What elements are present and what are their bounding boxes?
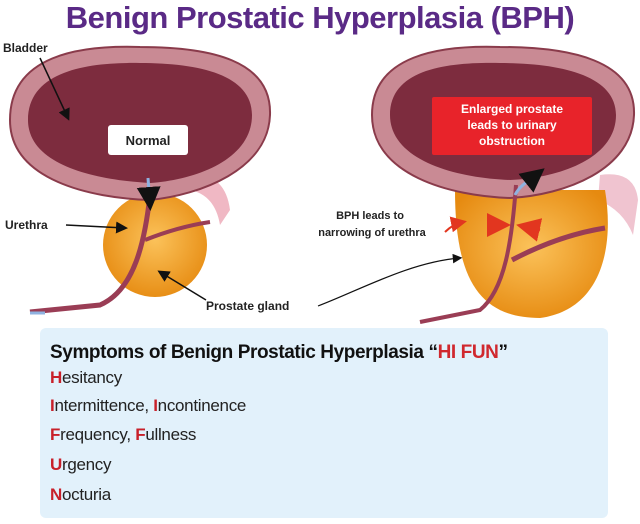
symptoms-panel: Symptoms of Benign Prostatic Hyperplasia… — [40, 328, 608, 518]
symptom-text: rgency — [61, 455, 112, 474]
mnemonic-highlight: HI FUN — [437, 342, 499, 363]
symptom-item: Hesitancy — [50, 368, 122, 388]
urethra-narrowed — [419, 184, 518, 324]
mnemonic-letter: H — [50, 368, 62, 387]
page-title: Benign Prostatic Hyperplasia (BPH) — [65, 0, 575, 35]
normal-label: Normal — [126, 133, 171, 148]
urethra-normal — [29, 194, 153, 315]
symptom-text: ullness — [145, 425, 197, 444]
prostate-enlarged — [455, 190, 608, 318]
normal-anatomy: Normal — [8, 45, 272, 315]
symptoms-title-quote: ” — [498, 342, 509, 363]
obstruction-label-line2: leads to urinary — [467, 118, 557, 132]
symptom-text: ncontinence — [157, 396, 247, 415]
symptom-item: Frequency, Fullness — [50, 425, 196, 445]
prostate-normal — [103, 193, 207, 297]
urethra-label: Urethra — [5, 218, 48, 232]
compression-arrow — [516, 218, 543, 242]
mnemonic-letter: I — [50, 396, 55, 415]
symptom-item: Intermittence, Incontinence — [50, 396, 246, 416]
symptom-text: octuria — [61, 485, 111, 504]
bladder-label: Bladder — [3, 41, 48, 55]
symptom-item: Nocturia — [50, 485, 111, 505]
obstruction-label-line3: obstruction — [479, 134, 545, 148]
prostate-gland-label: Prostate gland — [206, 299, 289, 313]
mnemonic-letter: U — [50, 455, 62, 474]
normal-label-box — [108, 125, 188, 155]
symptom-text: requency, — [60, 425, 136, 444]
bph-narrowing-label-line1: BPH leads to — [336, 210, 404, 222]
mnemonic-letter: F — [50, 425, 61, 444]
bladder-lumen — [28, 62, 252, 184]
obstruction-label-line1: Enlarged prostate — [461, 102, 563, 116]
symptom-item: Urgency — [50, 455, 112, 475]
bph-narrowing-label-line2: narrowing of urethra — [318, 227, 426, 239]
mnemonic-letter: F — [135, 425, 146, 444]
seminal-vesicle-bph — [598, 174, 638, 235]
anatomy-diagram: Normal Enlarged prostate leads to urinar… — [3, 41, 638, 324]
symptom-text: esitancy — [61, 368, 122, 387]
obstruction-label-box — [432, 97, 592, 155]
mnemonic-letter: N — [50, 485, 62, 504]
mnemonic-letter: I — [153, 396, 158, 415]
symptoms-title: Symptoms of Benign Prostatic Hyperplasia… — [50, 342, 508, 364]
symptom-text: ntermittence, — [54, 396, 154, 415]
bph-anatomy: Enlarged prostate leads to urinary obstr… — [370, 45, 638, 324]
symptoms-title-text: Symptoms of Benign Prostatic Hyperplasia… — [50, 342, 438, 363]
